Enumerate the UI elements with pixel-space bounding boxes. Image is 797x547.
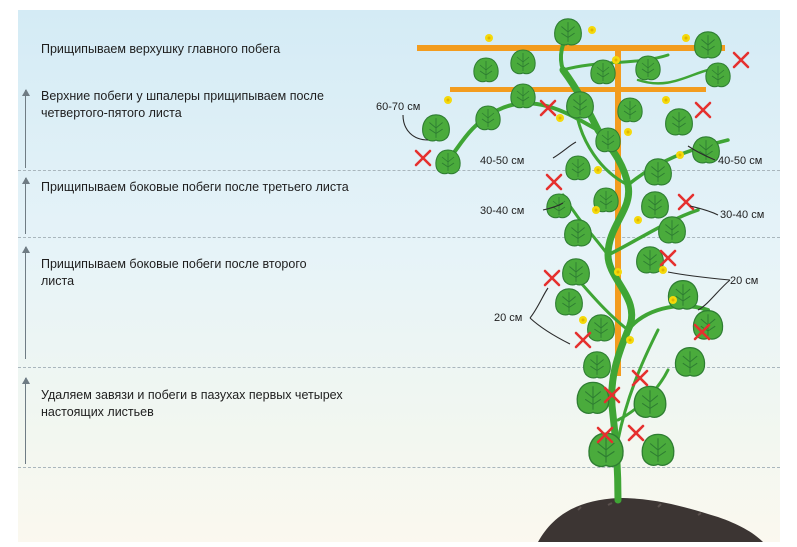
measure-label: 40-50 см xyxy=(718,155,762,167)
diagram-panel: Прищипываем верхушку главного побега Вер… xyxy=(18,10,780,542)
plant-illustration xyxy=(18,10,780,542)
measure-label: 20 см xyxy=(494,312,522,324)
measure-label: 60-70 см xyxy=(376,101,420,113)
measure-label: 30-40 см xyxy=(720,209,764,221)
measure-label: 30-40 см xyxy=(480,205,524,217)
measure-label: 20 см xyxy=(730,275,758,287)
measure-label: 40-50 см xyxy=(480,155,524,167)
soil xyxy=(538,498,763,542)
